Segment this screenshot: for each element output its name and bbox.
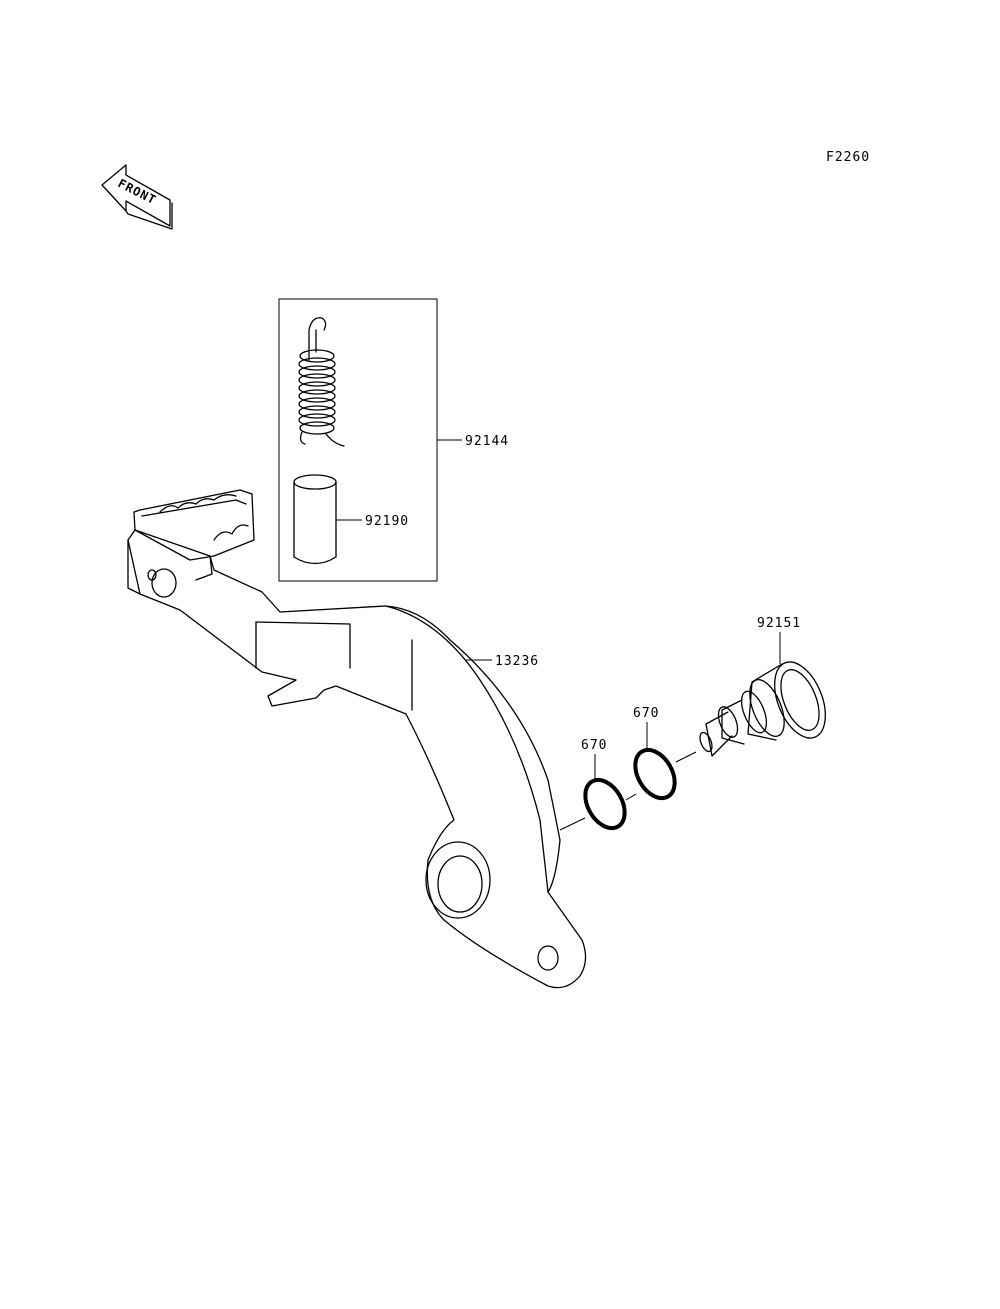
brake-pedal: 13236: [127, 489, 587, 989]
callout-92151: 92151: [757, 616, 801, 631]
front-arrow-icon: FRONT: [101, 164, 173, 230]
callout-13236: 13236: [495, 654, 539, 669]
collar: 92190: [293, 474, 409, 565]
return-spring: [298, 317, 345, 447]
callout-92144: 92144: [465, 434, 509, 449]
spring-kit-box: 92144: [278, 298, 509, 582]
assembly-axis: [559, 751, 697, 831]
callout-670-a: 670: [581, 738, 607, 753]
o-ring-b: 670: [633, 706, 677, 801]
o-ring-a: 670: [581, 738, 627, 831]
callout-670-b: 670: [633, 706, 659, 721]
figure-code: F2260: [826, 150, 870, 165]
pivot-shaft: 92151: [699, 616, 826, 757]
callout-92190: 92190: [365, 514, 409, 529]
